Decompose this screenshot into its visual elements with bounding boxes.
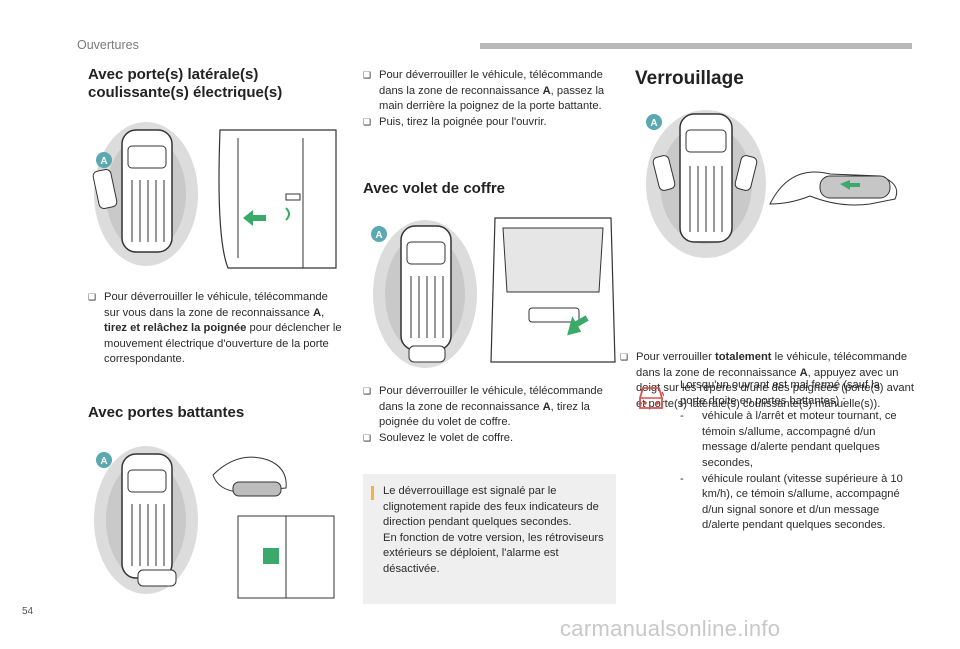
bullet-sliding-door: ❑ Pour déverrouiller le véhicule, téléco… [88,291,342,366]
header-rule [480,43,912,49]
zone-a-marker [96,452,112,468]
zone-a-label: A [100,156,107,167]
heading-sliding-doors: Avec porte(s) latérale(s) coulissante(s)… [88,66,283,101]
zone-a-marker [96,152,112,168]
illustration-locking: A [646,110,898,258]
heading-tailgate: Avec volet de coffre [363,180,505,197]
car-door-open-warning-icon [639,387,664,409]
page-number: 54 [22,606,34,617]
arrow-bullet-icon: ❑ [363,116,372,127]
col2-top-bullets: ❑ Pour déverrouiller le véhicule, téléco… [363,68,617,130]
section-title: Ouvertures [77,38,139,52]
illustration-tailgate: A [371,217,616,368]
zone-a-label: A [100,456,107,467]
warning-block: Lorsqu'un ouvrant est mal fermé (sauf la… [680,378,906,534]
arrow-icon [840,180,860,190]
warning-item-2: - véhicule roulant (vitesse supérieure à… [680,472,903,532]
bullet-swing-door-pull: ❑ Puis, tirez la poignée pour l'ouvrir. [363,115,617,131]
illustration-swing-doors: A [94,446,335,599]
arrow-bullet-icon: ❑ [363,70,372,80]
info-text: Le déverrouillage est signalé par le cli… [383,485,604,575]
zone-a-marker [646,114,662,130]
bullet-tailgate-unlock: ❑ Pour déverrouiller le véhicule, téléco… [363,385,603,429]
col2-bottom-bullets: ❑ Pour déverrouiller le véhicule, téléco… [363,384,617,446]
arrow-icon [567,315,589,336]
watermark: carmanualsonline.info [560,616,781,641]
arrow-bullet-icon: ❑ [363,432,372,443]
warning-item-1: - véhicule à l/arrêt et moteur tournant,… [680,410,897,469]
arrow-bullet-icon: ❑ [363,386,372,396]
illustration-sliding-door: A [92,122,337,269]
info-bar-icon [371,486,374,500]
arrow-bullet-icon: ❑ [88,292,97,302]
zone-a-marker [371,226,387,242]
handle-highlight-icon [263,548,279,564]
bullet-swing-door-unlock: ❑ Pour déverrouiller le véhicule, téléco… [363,69,605,113]
arrow-icon [243,210,266,226]
arrow-bullet-icon: ❑ [620,351,629,362]
heading-locking: Verrouillage [635,68,744,89]
heading-swing-doors: Avec portes battantes [88,404,245,421]
bullet-tailgate-lift: ❑ Soulevez le volet de coffre. [363,431,617,447]
bullet-lock: ❑ Pour verrouiller totalement le véhicul… [620,350,914,410]
info-box: Le déverrouillage est signalé par le cli… [363,474,616,604]
zone-a-label: A [650,118,657,129]
zone-a-label: A [375,230,382,241]
warning-intro: Lorsqu'un ouvrant est mal fermé (sauf la… [680,379,880,407]
